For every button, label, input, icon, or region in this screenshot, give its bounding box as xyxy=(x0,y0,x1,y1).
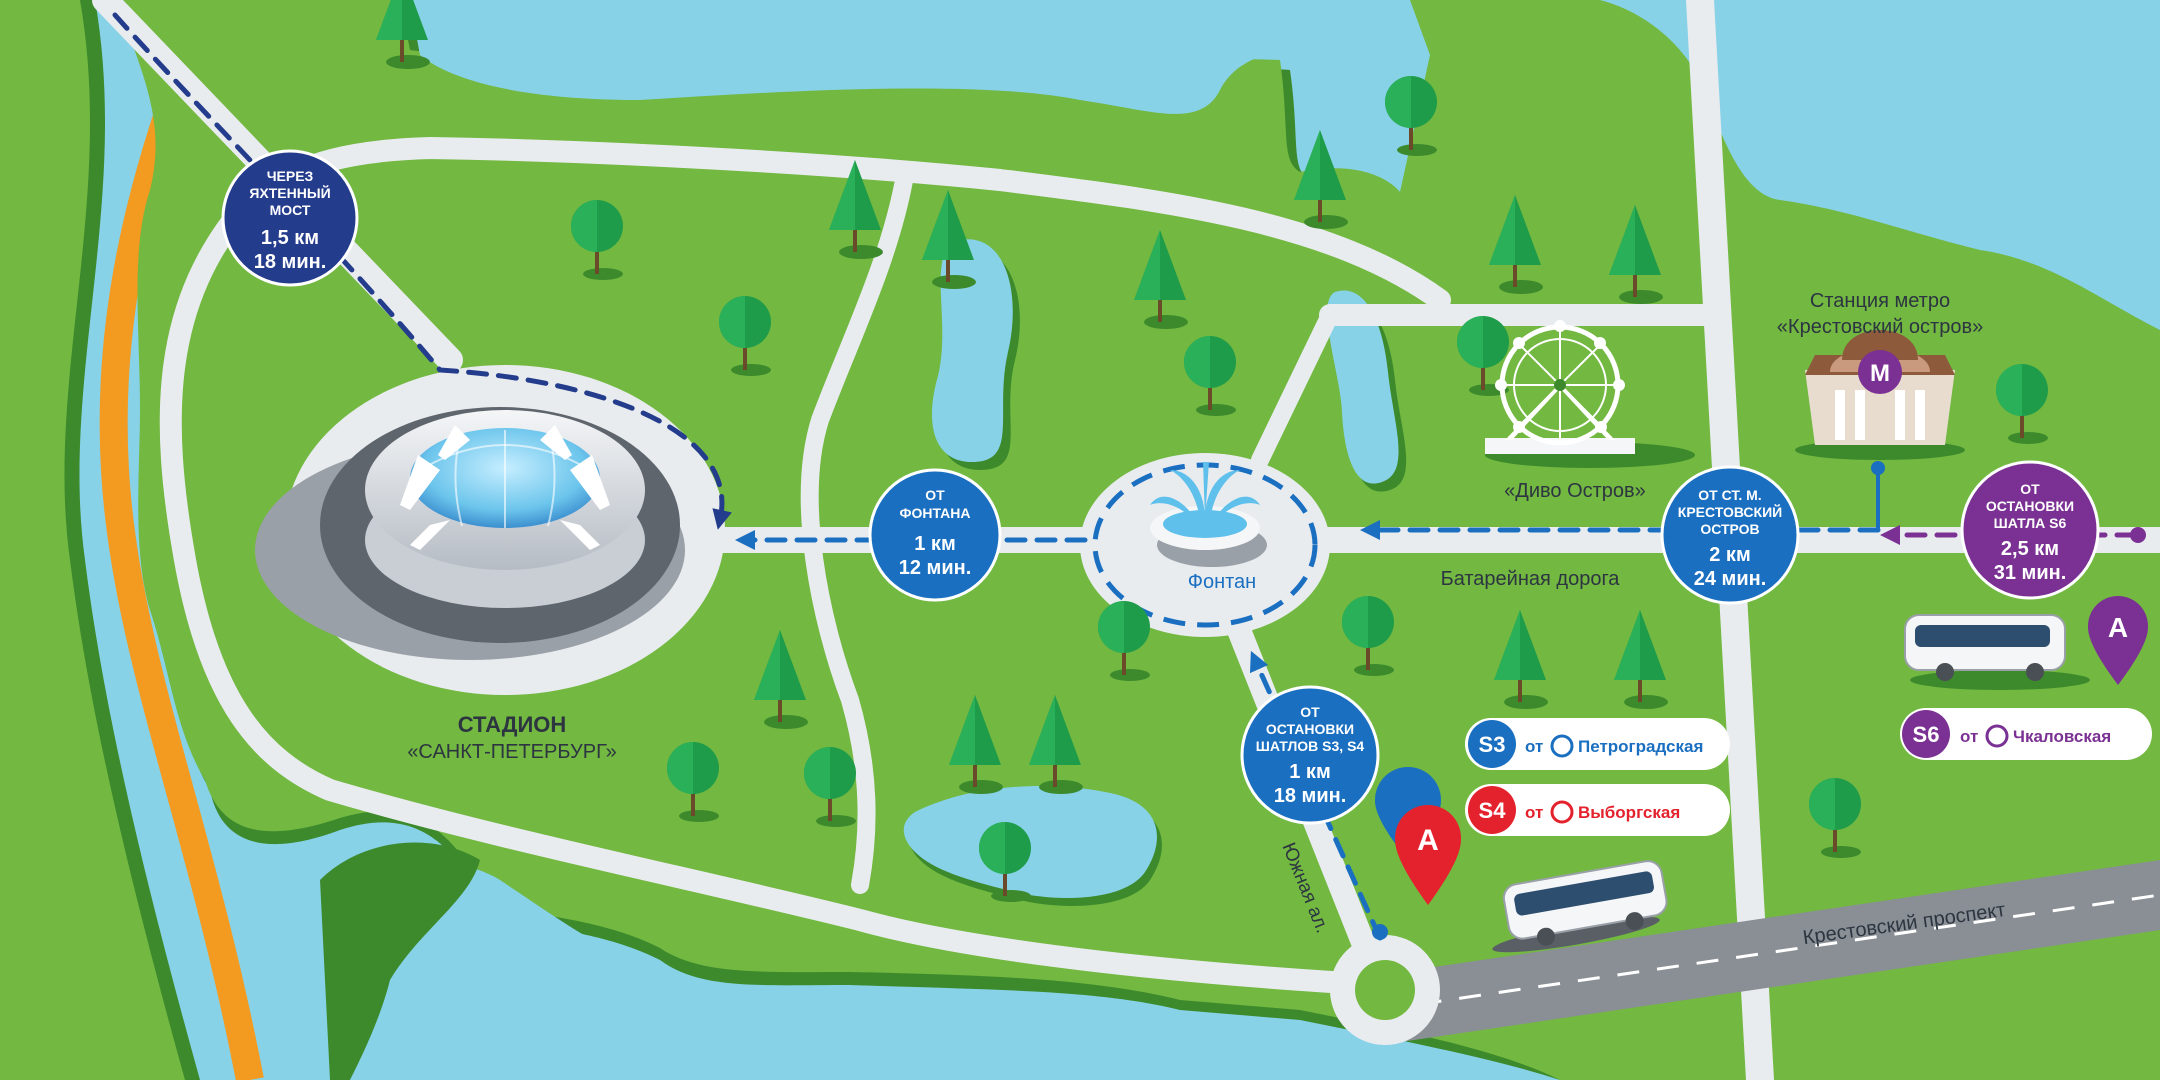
north-channel xyxy=(410,0,1360,114)
marker-text: ОСТАНОВКИ xyxy=(1266,721,1354,737)
marker-time: 18 мин. xyxy=(254,251,327,273)
marker-text: ОСТРОВ xyxy=(1700,521,1759,537)
shuttle-legend-s6[interactable]: S6 от Чкаловская xyxy=(1900,708,2152,760)
marker-text: ЯХТЕННЫЙ xyxy=(249,184,330,201)
prospect-centerline xyxy=(1379,893,2160,1012)
s3s4-start-node xyxy=(1372,924,1388,940)
marker-text: ФОНТАНА xyxy=(900,505,971,521)
metro-m-icon xyxy=(1985,724,2009,748)
shuttle-legend-s4[interactable]: S4 от Выборгская xyxy=(1465,784,1730,836)
marker-text: ШАТЛОВ S3, S4 xyxy=(1256,738,1365,754)
s6-start-node xyxy=(2130,527,2146,543)
ferris-wheel-label: «Диво Остров» xyxy=(1504,480,1646,502)
batareynaya-road-label: Батарейная дорога xyxy=(1441,568,1621,590)
northeast-water xyxy=(1420,0,2160,330)
marker-text: ОСТАНОВКИ xyxy=(1986,498,2074,514)
stop-pin-letter: А xyxy=(2108,612,2128,643)
krestovsky-prospect xyxy=(1380,860,2160,1045)
marker-time: 12 мин. xyxy=(899,557,972,579)
shuttle-bus-icon xyxy=(1904,614,2090,690)
shuttle-from: от xyxy=(1525,803,1543,822)
marker-time: 31 мин. xyxy=(1994,562,2067,584)
shuttle-from: от xyxy=(1525,737,1543,756)
marker-text: ОТ xyxy=(1300,704,1320,720)
bus-stop-pin-s6[interactable]: А xyxy=(2088,596,2148,685)
metro-station-label-line2: «Крестовский остров» xyxy=(1777,316,1983,338)
shuttle-code: S4 xyxy=(1479,798,1507,823)
stadium[interactable] xyxy=(255,365,725,695)
marker-text: КРЕСТОВСКИЙ xyxy=(1678,503,1782,520)
route-marker-s3-s4[interactable]: ОТ ОСТАНОВКИ ШАТЛОВ S3, S4 1 км 18 мин. xyxy=(1240,685,1380,825)
shuttle-legend-s3[interactable]: S3 от Петроградская xyxy=(1465,718,1730,770)
marker-distance: 1,5 км xyxy=(261,227,319,249)
marker-time: 18 мин. xyxy=(1274,785,1347,807)
metro-m-icon xyxy=(1550,734,1574,758)
marker-text: ОТ СТ. М. xyxy=(1698,487,1761,503)
roundabout-center xyxy=(1355,960,1415,1020)
marker-text: ШАТЛА S6 xyxy=(1994,515,2067,531)
route-marker-s6[interactable]: ОТ ОСТАНОВКИ ШАТЛА S6 2,5 км 31 мин. xyxy=(1960,460,2100,600)
marker-distance: 2 км xyxy=(1709,544,1750,566)
stadium-title: СТАДИОН xyxy=(458,712,567,737)
lake-1 xyxy=(931,239,1013,462)
fountain[interactable] xyxy=(1080,453,1330,637)
stadium-masts xyxy=(400,425,610,550)
marker-distance: 1 км xyxy=(914,533,955,555)
metro-m-icon xyxy=(1550,800,1574,824)
stadium-subtitle: «САНКТ-ПЕТЕРБУРГ» xyxy=(407,741,616,763)
south-water xyxy=(330,862,1200,1080)
shuttle-code: S3 xyxy=(1479,732,1506,757)
lake-3 xyxy=(903,786,1157,898)
shuttle-code: S6 xyxy=(1913,722,1940,747)
marker-distance: 1 км xyxy=(1289,761,1330,783)
marker-text: ОТ xyxy=(2020,481,2040,497)
fountain-jets xyxy=(1150,462,1260,524)
ferris-wheel-icon xyxy=(1485,320,1695,468)
route-marker-bridge[interactable]: ЧЕРЕЗ ЯХТЕННЫЙ МОСТ 1,5 км 18 мин. xyxy=(221,149,359,287)
shuttle-from: от xyxy=(1960,727,1978,746)
stop-pin-letter: А xyxy=(1417,824,1439,857)
marker-text: ЧЕРЕЗ xyxy=(267,168,314,184)
south-water-bank xyxy=(320,842,480,1080)
lake-2 xyxy=(1327,290,1399,484)
left-bank xyxy=(0,0,185,1080)
metro-station-label-line1: Станция метро xyxy=(1810,290,1950,312)
bus-stop-pin-s4[interactable]: А xyxy=(1395,805,1461,905)
shuttle-station: Петроградская xyxy=(1578,737,1703,756)
shuttle-station: Выборгская xyxy=(1578,803,1680,822)
fountain-label: Фонтан xyxy=(1188,571,1256,593)
shuttle-bus-icon xyxy=(1492,860,1668,953)
metro-node xyxy=(1871,461,1885,475)
metro-station-building[interactable]: M xyxy=(1795,330,1965,460)
svg-text:M: M xyxy=(1870,360,1890,387)
route-marker-fountain[interactable]: ОТ ФОНТАНА 1 км 12 мин. xyxy=(868,468,1002,602)
route-marker-metro[interactable]: ОТ СТ. М. КРЕСТОВСКИЙ ОСТРОВ 2 км 24 мин… xyxy=(1660,465,1800,605)
marker-time: 24 мин. xyxy=(1694,568,1767,590)
marker-text: МОСТ xyxy=(270,202,311,218)
marker-text: ОТ xyxy=(925,487,945,503)
shuttle-station: Чкаловская xyxy=(2013,727,2111,746)
marker-distance: 2,5 км xyxy=(2001,538,2059,560)
